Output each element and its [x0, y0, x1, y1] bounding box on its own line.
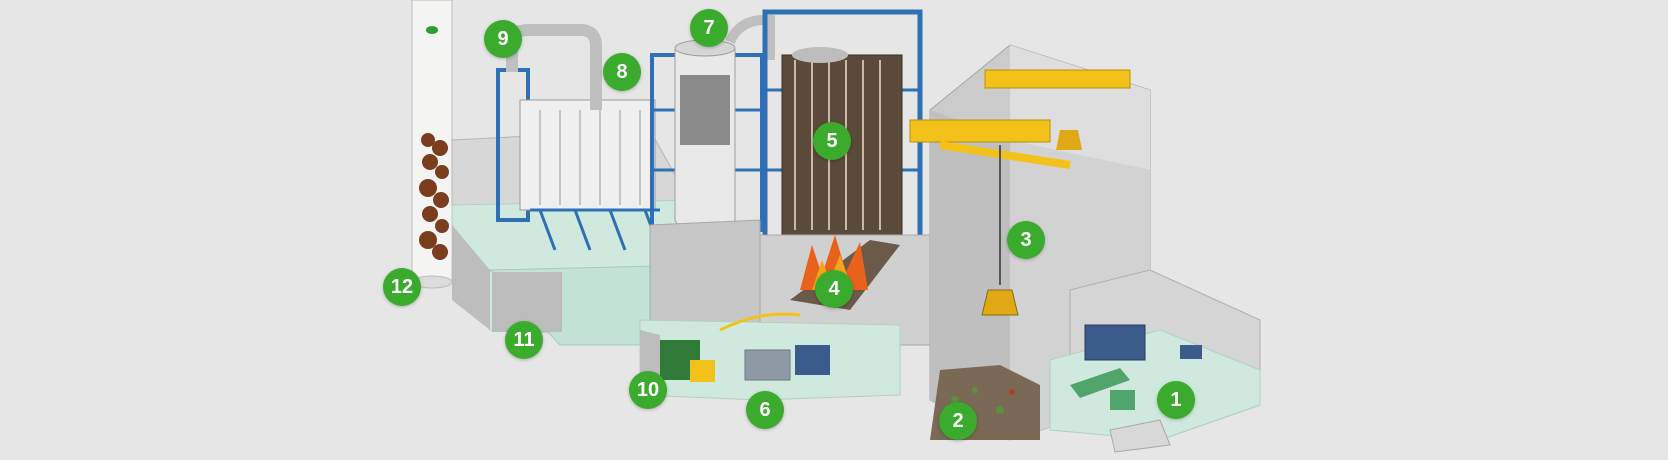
bag-filter	[496, 24, 662, 251]
marker-10[interactable]: 10	[629, 371, 667, 409]
marker-4[interactable]: 4	[815, 270, 853, 308]
marker-5[interactable]: 5	[813, 122, 851, 160]
chimney	[411, 0, 453, 289]
marker-12[interactable]: 12	[383, 268, 421, 306]
flue-gas-floor	[451, 129, 701, 346]
overhead-crane	[909, 69, 1131, 316]
ash-handling-floor	[639, 312, 901, 401]
marker-9[interactable]: 9	[484, 20, 522, 58]
marker-2[interactable]: 2	[939, 402, 977, 440]
marker-6[interactable]: 6	[746, 391, 784, 429]
marker-1[interactable]: 1	[1157, 381, 1195, 419]
marker-11[interactable]: 11	[505, 321, 543, 359]
marker-8[interactable]: 8	[603, 53, 641, 91]
scrubber-tower	[649, 14, 775, 346]
marker-3[interactable]: 3	[1007, 221, 1045, 259]
receiving-hall	[1049, 269, 1261, 453]
marker-7[interactable]: 7	[690, 9, 728, 47]
